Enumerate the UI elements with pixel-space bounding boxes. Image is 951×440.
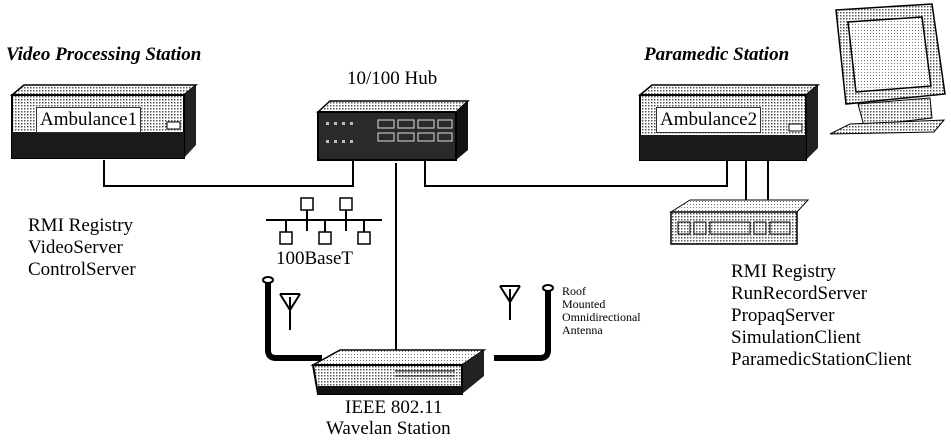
paramedic-service: PropaqServer <box>731 305 911 327</box>
video-service: RMI Registry <box>28 215 136 237</box>
hub-device <box>318 101 468 160</box>
wavelan-device <box>313 350 484 394</box>
ambulance2-label: Ambulance2 <box>656 107 761 133</box>
paramedic-services-list: RMI Registry RunRecordServer PropaqServe… <box>731 261 911 371</box>
antenna-note-line: Antenna <box>562 324 641 337</box>
paramedic-service: ParamedicStationClient <box>731 349 911 371</box>
video-station-title: Video Processing Station <box>6 44 201 66</box>
paramedic-service: RMI Registry <box>731 261 911 283</box>
cable-hub-ambulance2 <box>425 160 727 186</box>
wavelan-label-line1: IEEE 802.11 <box>345 397 442 419</box>
cable-ambulance1-hub <box>104 160 353 186</box>
ambulance1-label: Ambulance1 <box>36 107 141 133</box>
video-service: ControlServer <box>28 259 136 281</box>
antenna-note: Roof Mounted Omnidirectional Antenna <box>562 285 641 337</box>
hub-label: 10/100 Hub <box>347 68 437 90</box>
network-symbol <box>266 198 382 244</box>
paramedic-service: SimulationClient <box>731 327 911 349</box>
paramedic-service: RunRecordServer <box>731 283 911 305</box>
cables <box>104 160 768 352</box>
wavelan-label-line2: Wavelan Station <box>326 418 451 440</box>
video-service: VideoServer <box>28 237 136 259</box>
network-label: 100BaseT <box>276 248 353 270</box>
video-services-list: RMI Registry VideoServer ControlServer <box>28 215 136 281</box>
keyboard <box>671 200 808 244</box>
antenna-cables <box>268 282 548 358</box>
monitor <box>830 4 945 134</box>
paramedic-station-title: Paramedic Station <box>644 44 789 66</box>
